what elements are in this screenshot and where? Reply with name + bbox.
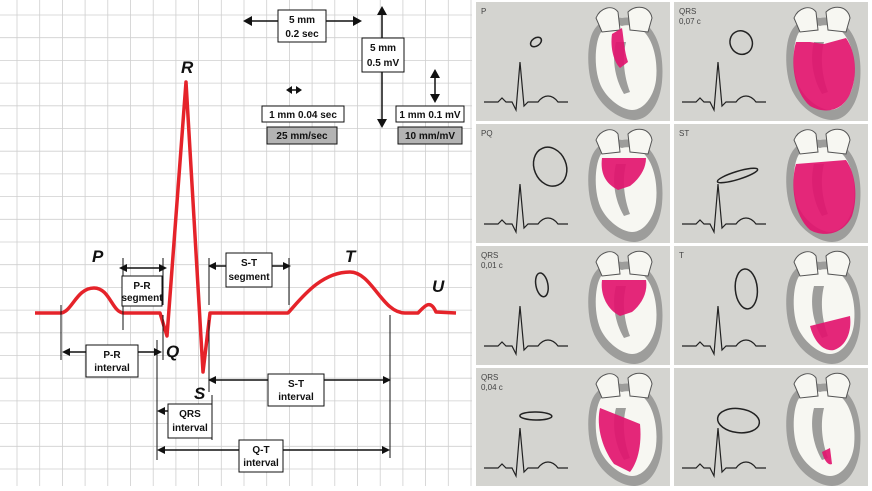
pr-segment-label-1: P-R: [133, 281, 151, 292]
volt-scale-minor-arrow: [430, 69, 440, 103]
qt-interval-label-1: Q-T: [252, 445, 269, 456]
ecg-grid: [0, 0, 472, 486]
st-segment-label-1: S-T: [241, 258, 257, 269]
st-segment: S-T segment: [208, 253, 291, 305]
st-interval-label-1: S-T: [288, 379, 304, 390]
panel-label: PQ: [481, 129, 493, 138]
p-wave-label: P: [92, 247, 104, 266]
pr-segment: P-R segment: [119, 258, 167, 330]
ecg-diagram: P Q R S T U 5 mm 0.2 sec 5 mm 0.5 mV 1 m…: [0, 0, 472, 486]
pr-interval-label-1: P-R: [103, 350, 121, 361]
panel-label: T: [679, 251, 684, 260]
panel-label: 0,01 c: [481, 261, 503, 270]
time-scale-minor-arrow: [286, 86, 302, 94]
st-interval-label-2: interval: [278, 392, 314, 403]
qrs-interval-label-2: interval: [172, 423, 208, 434]
panel-label: 0,04 c: [481, 383, 503, 392]
panel-label: P: [481, 7, 486, 16]
st-segment-label-2: segment: [228, 272, 270, 283]
volt-major-mv: 0.5 mV: [367, 58, 400, 69]
qt-interval: Q-T interval: [157, 440, 390, 472]
s-wave-label: S: [194, 384, 206, 403]
time-minor-label: 1 mm 0.04 sec: [269, 110, 337, 121]
qrs-interval-label-1: QRS: [179, 409, 201, 420]
ecg-diagram-svg: P Q R S T U 5 mm 0.2 sec 5 mm 0.5 mV 1 m…: [0, 0, 472, 486]
volt-major-mm: 5 mm: [370, 43, 396, 54]
ecg-trace: [35, 82, 456, 372]
panel-label: ST: [679, 129, 689, 138]
heart-panel: PQ: [476, 124, 670, 243]
paper-speed-label: 25 mm/sec: [276, 131, 328, 142]
panel-label: QRS: [481, 251, 498, 260]
heart-panel: [674, 368, 868, 486]
time-major-sec: 0.2 sec: [285, 29, 319, 40]
r-wave-label: R: [181, 58, 194, 77]
heart-panel: P: [476, 2, 670, 121]
u-wave-label: U: [432, 277, 445, 296]
st-interval: S-T interval: [208, 315, 391, 458]
t-wave-label: T: [345, 247, 357, 266]
heart-panel: T: [674, 246, 868, 365]
panel-label: QRS: [481, 373, 498, 382]
volt-minor-label: 1 mm 0.1 mV: [399, 110, 460, 121]
panel-label: 0,07 c: [679, 17, 701, 26]
heart-panel: ST: [674, 124, 868, 243]
panel-label: QRS: [679, 7, 696, 16]
pr-segment-label-2: segment: [121, 293, 163, 304]
pr-interval: P-R interval: [61, 305, 163, 377]
pr-interval-label-2: interval: [94, 363, 130, 374]
gain-label: 10 mm/mV: [405, 131, 455, 142]
qt-interval-label-2: interval: [243, 458, 279, 469]
q-wave-label: Q: [166, 342, 179, 361]
time-major-mm: 5 mm: [289, 15, 315, 26]
